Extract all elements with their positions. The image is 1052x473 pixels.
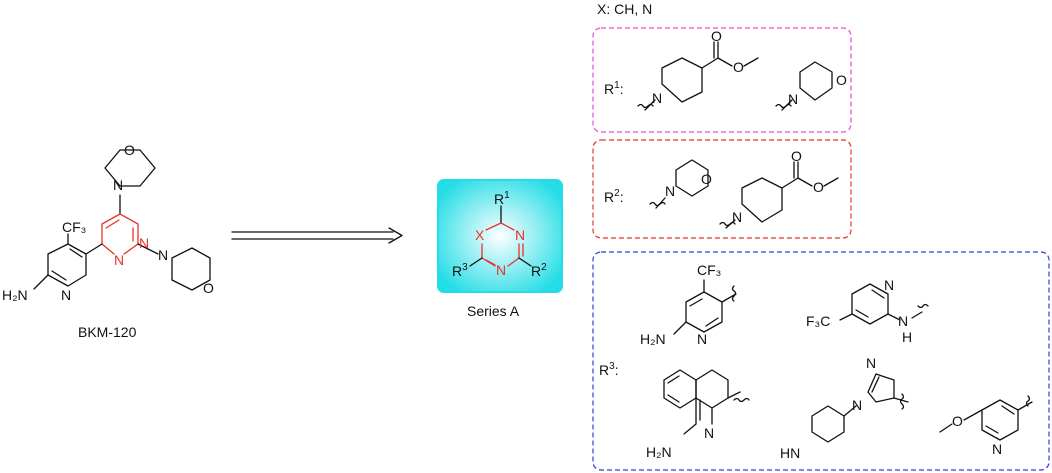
r3-cf3-a: CF₃ [697,262,721,278]
r1-carbonyl-o: O [711,28,722,44]
series-a-r2: R2 [531,262,547,279]
bkm-nh2: H₂N [2,287,28,303]
r1-label: R1: [604,80,624,97]
r3-pyrazole-n2: N [866,355,876,371]
r3-nh-b: N [898,313,908,329]
r3-pyridinylamine [839,283,929,325]
r3-pyridine-n-a: N [697,331,707,347]
series-a-n1: N [515,227,525,243]
r3-pyrazole-n1: N [852,397,862,413]
r3-aminoisoquinoline [663,369,750,435]
r3-aminopyridine [673,279,737,335]
r2-carbonyl-o: O [791,148,802,164]
series-a-n2: N [496,262,506,278]
series-a-r1: R1 [494,190,510,207]
r2-ester-o: O [813,179,824,195]
r3-isoquinoline-n: N [704,425,714,441]
r3-box [592,251,1050,471]
r2-morpholine [649,159,709,209]
r3-label: R3: [599,361,619,378]
series-a-label: Series A [467,303,520,319]
bkm-120-structure [33,149,211,291]
r3-nh2-a: H₂N [640,331,666,347]
r2-piperidine-ester [719,161,839,229]
r3-methoxypyridine-n: N [992,441,1002,457]
series-a-structure [469,205,532,267]
r3-nh-b-h: H [902,329,912,345]
r1-piperidine-n: N [652,90,662,106]
r3-pyridine-n-b: N [884,277,894,293]
r2-morpholine-n: N [665,183,675,199]
r1-morpholine-n: N [788,91,798,107]
series-a-r3: R3 [452,262,468,279]
r1-morpholine [775,61,833,111]
r1-piperidine-ester [637,41,759,111]
x-definition: X: CH, N [597,1,652,17]
series-a-box [437,179,563,293]
r1-ester-o: O [733,59,744,75]
r3-nh2-c: H₂N [646,444,672,460]
r3-methoxy-o: O [952,413,963,429]
r3-piperidine-hn: HN [780,445,800,461]
bkm-morpholine2-o: O [203,280,214,296]
bkm-pyrimidine-n1: N [139,235,149,251]
retrosynthesis-arrow [231,227,403,244]
r3-f3c-b: F₃C [806,313,830,329]
r2-piperidine-n: N [732,209,742,225]
bkm-morpholine-n: N [113,177,123,193]
r2-box [592,139,852,239]
r1-box [592,27,852,133]
series-a-x: X [475,227,485,243]
r2-label: R2: [604,188,624,205]
r1-morpholine-o: O [836,72,847,88]
r3-piperidinyl-pyrazole [811,373,909,443]
r2-morpholine-o: O [701,171,712,187]
bkm-pyridine-n: N [61,287,71,303]
bkm-120-label: BKM-120 [78,324,137,340]
bkm-morpholine2-n: N [158,247,168,263]
bkm-morpholine-o: O [124,142,135,158]
bkm-pyrimidine-n2: N [114,252,124,268]
bkm-cf3: CF₃ [62,219,86,235]
r3-methoxypyridine [939,395,1033,441]
